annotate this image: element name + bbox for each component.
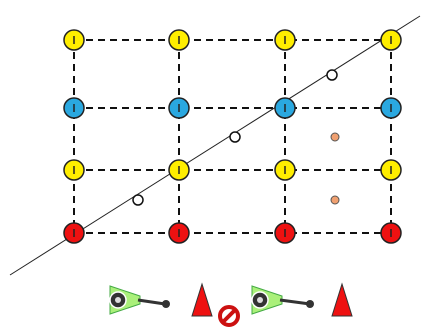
red-triangle-icon bbox=[331, 282, 353, 317]
grid-lines bbox=[73, 39, 392, 234]
hollow-marker bbox=[229, 131, 241, 143]
grid-node bbox=[63, 97, 85, 119]
grid-node bbox=[274, 222, 296, 244]
hollow-marker bbox=[132, 194, 144, 206]
hollow-marker bbox=[326, 69, 338, 81]
grid-node bbox=[380, 29, 402, 51]
grid-node bbox=[380, 222, 402, 244]
grid-node bbox=[380, 159, 402, 181]
grid-node bbox=[274, 29, 296, 51]
grid-node bbox=[63, 222, 85, 244]
grid-node bbox=[168, 29, 190, 51]
grid-nodes bbox=[63, 29, 402, 244]
grid-node bbox=[63, 159, 85, 181]
grid-node bbox=[274, 97, 296, 119]
eye-green-pointer-icon bbox=[109, 285, 170, 315]
grid-node bbox=[168, 159, 190, 181]
orange-marker bbox=[330, 195, 340, 205]
grid-node bbox=[380, 97, 402, 119]
grid-node bbox=[168, 222, 190, 244]
orange-marker bbox=[330, 132, 340, 142]
grid-node bbox=[274, 159, 296, 181]
red-triangle-icon bbox=[191, 282, 213, 317]
extra-markers bbox=[132, 69, 340, 206]
grid-node bbox=[168, 97, 190, 119]
bottom-legend bbox=[109, 282, 353, 327]
grid-node bbox=[63, 29, 85, 51]
eye-green-pointer-icon bbox=[251, 285, 314, 315]
prohibition-icon bbox=[218, 305, 240, 327]
